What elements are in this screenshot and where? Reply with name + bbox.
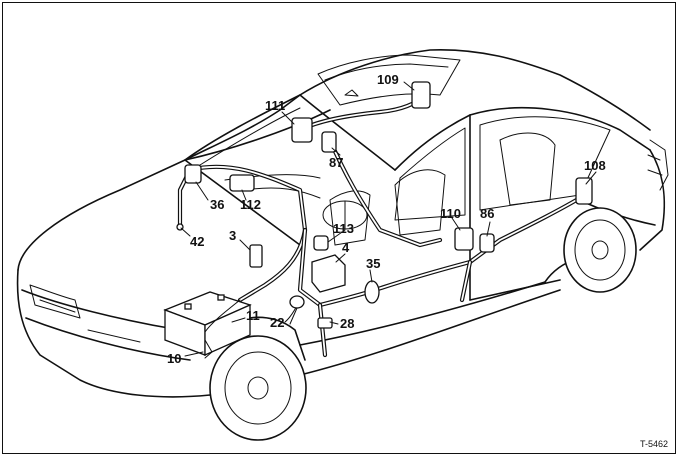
wiring-harness [177,92,588,359]
battery [163,291,252,357]
component-108 [575,177,593,205]
callout-86: 86 [480,206,494,221]
callout-labels: 109 111 87 108 36 112 110 86 113 42 3 4 … [167,72,606,366]
callout-28: 28 [340,316,354,331]
callout-3: 3 [229,228,236,243]
callout-113: 113 [333,221,354,236]
callout-11: 11 [246,308,260,323]
callout-35: 35 [366,256,380,271]
callout-109: 109 [377,72,399,87]
callout-108: 108 [584,158,606,173]
component-22 [289,295,305,309]
component-3 [249,244,263,268]
leader-lines [180,81,597,357]
rear-wheel [563,207,637,293]
callout-10: 10 [167,351,181,366]
callout-112: 112 [240,197,261,212]
callout-111: 111 [265,98,285,113]
component-86 [479,233,495,253]
front-wheel [209,335,307,441]
component-4 [311,254,346,293]
component-112 [229,174,255,192]
callout-22: 22 [270,315,284,330]
component-36 [184,164,202,184]
reference-code: T-5462 [640,439,668,449]
component-113 [313,235,329,251]
callout-110: 110 [440,206,461,221]
callout-87: 87 [329,155,343,170]
callout-42: 42 [190,234,204,249]
callout-4: 4 [342,240,350,255]
component-35 [364,280,380,304]
component-110 [454,227,474,251]
callout-36: 36 [210,197,224,212]
component-109 [411,81,431,109]
component-111 [291,117,313,143]
diagram-frame [2,2,676,454]
component-28 [317,317,333,329]
component-87 [321,131,337,153]
